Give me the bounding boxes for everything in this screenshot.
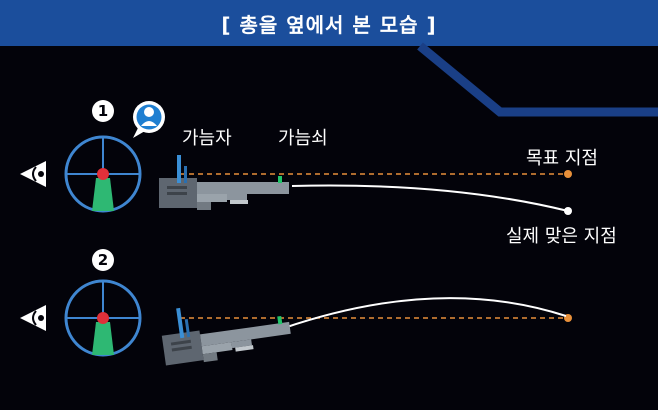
impact-point-label: 실제 맞은 지점	[506, 226, 617, 247]
reticle-icon	[64, 279, 142, 357]
eye-icon	[20, 161, 46, 187]
front-sight-label: 가늠쇠	[278, 128, 328, 149]
impact-point-marker	[564, 207, 572, 215]
decorative-stripe	[417, 42, 658, 117]
title-banner: [ 총을 옆에서 본 모습 ]	[0, 0, 658, 46]
step-number-1: 1	[92, 100, 114, 122]
eye-icon	[20, 305, 46, 331]
bullet-trajectory	[291, 184, 569, 212]
person-speech-bubble-icon	[133, 101, 165, 138]
rifle-icon	[161, 307, 291, 366]
rifle-icon	[159, 155, 289, 210]
target-point-label: 목표 지점	[526, 148, 598, 169]
target-point-marker	[564, 170, 572, 178]
step-number-2: 2	[92, 249, 114, 271]
reticle-icon	[64, 135, 142, 213]
rear-sight-label: 가늠자	[182, 128, 232, 149]
bullet-trajectory	[283, 297, 567, 329]
page-title: [ 총을 옆에서 본 모습 ]	[221, 13, 437, 37]
